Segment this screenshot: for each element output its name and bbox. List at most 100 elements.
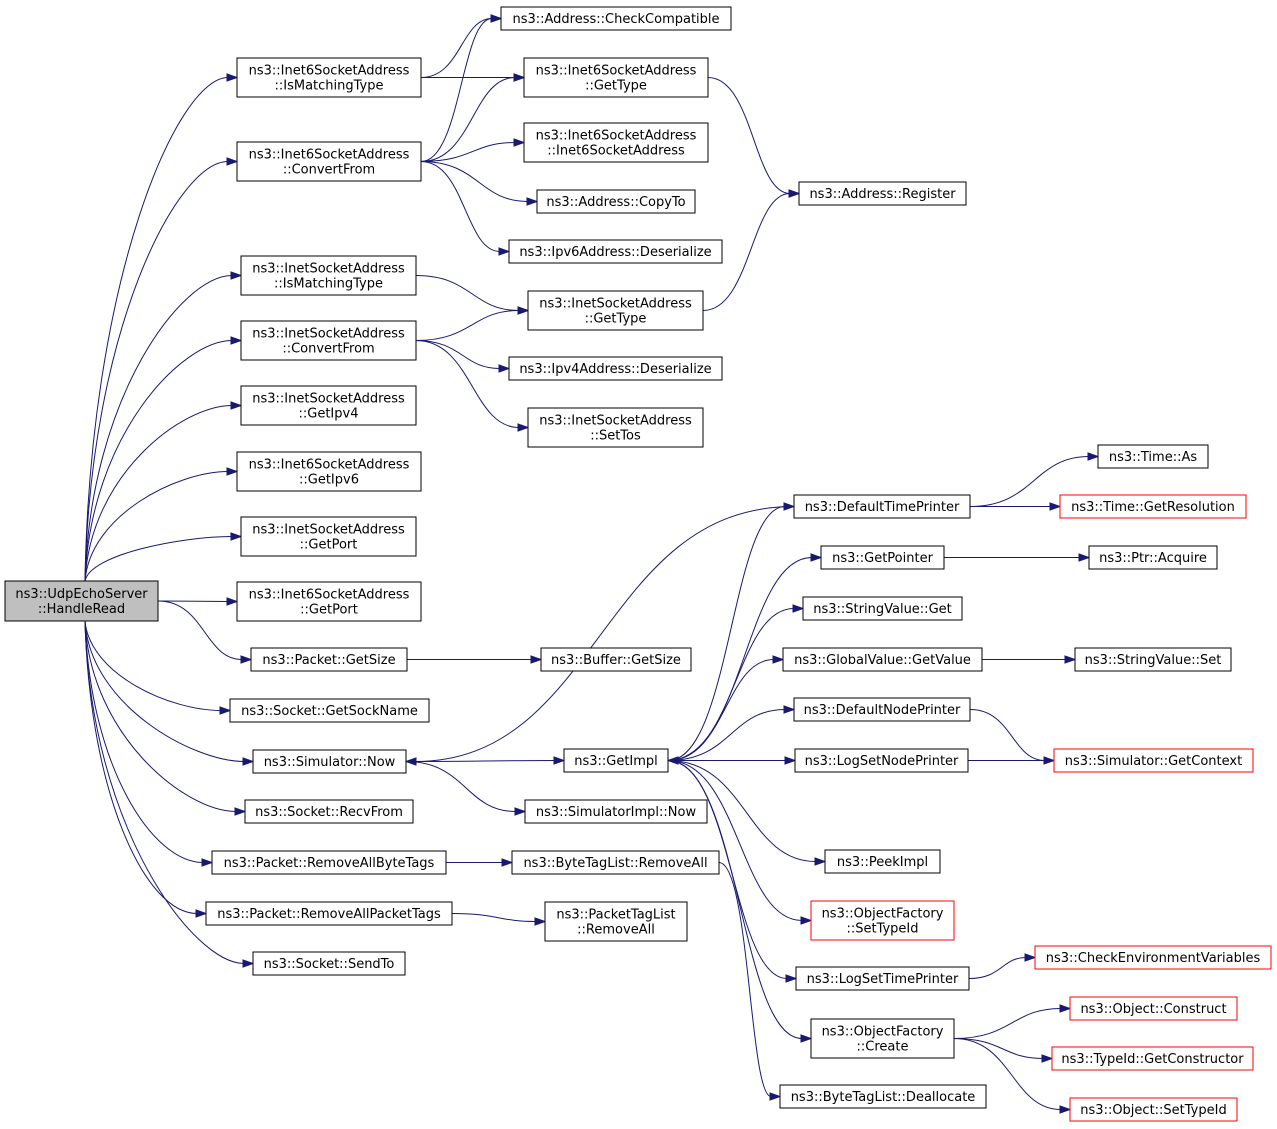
node-label: ns3::DefaultNodePrinter bbox=[804, 703, 961, 718]
edge-getpointer-to-ptr-acquire bbox=[944, 553, 1091, 562]
node-object-construct[interactable]: ns3::Object::Construct bbox=[1069, 996, 1238, 1021]
edge-udp-handleread-to-i4-convertfrom bbox=[84, 336, 243, 582]
node-getpointer[interactable]: ns3::GetPointer bbox=[820, 545, 945, 570]
node-box bbox=[794, 748, 969, 773]
node-address-copyto[interactable]: ns3::Address::CopyTo bbox=[536, 189, 696, 214]
node-label: ns3::Inet6SocketAddress bbox=[249, 588, 410, 603]
edge-udp-handleread-to-i6-ismatching bbox=[84, 73, 239, 582]
edge-getimpl-to-globalvalue-getvalue bbox=[667, 655, 785, 761]
edge-arrowhead bbox=[1041, 1054, 1054, 1063]
edge-line bbox=[415, 310, 520, 341]
edge-arrowhead bbox=[404, 757, 417, 766]
node-i6-ctor[interactable]: ns3::Inet6SocketAddress::Inet6SocketAddr… bbox=[523, 122, 709, 163]
node-i6-ismatching[interactable]: ns3::Inet6SocketAddress::IsMatchingType bbox=[236, 57, 422, 98]
node-box bbox=[523, 57, 709, 98]
node-socket-getsockname[interactable]: ns3::Socket::GetSockName bbox=[229, 698, 430, 723]
edge-line bbox=[667, 506, 786, 761]
node-ptr-acquire[interactable]: ns3::Ptr::Acquire bbox=[1088, 545, 1218, 570]
function-nodes: ns3::UdpEchoServer::HandleRead ns3::Inet6… bbox=[4, 6, 1272, 1122]
node-box bbox=[1097, 444, 1209, 469]
node-i6-gettype[interactable]: ns3::Inet6SocketAddress::GetType bbox=[523, 57, 709, 98]
node-udp-handleread[interactable]: ns3::UdpEchoServer::HandleRead bbox=[4, 580, 159, 622]
node-globalvalue-getvalue[interactable]: ns3::GlobalValue::GetValue bbox=[782, 647, 983, 672]
node-time-as[interactable]: ns3::Time::As bbox=[1097, 444, 1209, 469]
node-box bbox=[779, 1084, 987, 1109]
edge-getimpl-to-stringvalue-get bbox=[667, 604, 805, 761]
edge-i4-convertfrom-to-i4-gettype bbox=[415, 306, 530, 341]
node-packet-removeallpackettags[interactable]: ns3::Packet::RemoveAllPacketTags bbox=[205, 901, 453, 926]
node-i6-convertfrom[interactable]: ns3::Inet6SocketAddress::ConvertFrom bbox=[236, 141, 422, 182]
node-i4-settos[interactable]: ns3::InetSocketAddress::SetTos bbox=[527, 407, 704, 448]
node-simulatorimpl-now[interactable]: ns3::SimulatorImpl::Now bbox=[524, 799, 708, 824]
node-box bbox=[527, 290, 704, 331]
edge-udp-handleread-to-socket-sendto bbox=[84, 620, 255, 968]
edge-udp-handleread-to-packet-removeallpackettags bbox=[84, 620, 208, 918]
node-peekimpl[interactable]: ns3::PeekImpl bbox=[824, 849, 941, 874]
node-i4-ismatching[interactable]: ns3::InetSocketAddress::IsMatchingType bbox=[240, 255, 417, 296]
node-label: ns3::Object::Construct bbox=[1080, 1002, 1226, 1017]
node-socket-sendto[interactable]: ns3::Socket::SendTo bbox=[252, 951, 406, 976]
node-logsettimeprinter[interactable]: ns3::LogSetTimePrinter bbox=[795, 966, 970, 991]
node-simulator-getcontext[interactable]: ns3::Simulator::GetContext bbox=[1053, 748, 1254, 773]
edge-line bbox=[953, 1038, 1044, 1059]
node-address-register[interactable]: ns3::Address::Register bbox=[798, 181, 967, 206]
node-i4-convertfrom[interactable]: ns3::InetSocketAddress::ConvertFrom bbox=[240, 320, 417, 361]
node-bytetaglist-removeall[interactable]: ns3::ByteTagList::RemoveAll bbox=[511, 850, 720, 875]
node-label: ns3::LogSetTimePrinter bbox=[807, 972, 959, 987]
node-label: ::GetPort bbox=[300, 538, 358, 553]
node-box bbox=[236, 57, 422, 98]
node-ipv6-deserialize[interactable]: ns3::Ipv6Address::Deserialize bbox=[508, 239, 723, 264]
node-bytetaglist-deallocate[interactable]: ns3::ByteTagList::Deallocate bbox=[779, 1084, 987, 1109]
node-logsetnodeprinter[interactable]: ns3::LogSetNodePrinter bbox=[794, 748, 969, 773]
node-objectfactory-create[interactable]: ns3::ObjectFactory::Create bbox=[810, 1018, 955, 1059]
node-i6-getipv6[interactable]: ns3::Inet6SocketAddress::GetIpv6 bbox=[236, 451, 422, 492]
node-packet-getsize[interactable]: ns3::Packet::GetSize bbox=[250, 647, 408, 672]
node-buffer-getsize[interactable]: ns3::Buffer::GetSize bbox=[540, 647, 692, 672]
edge-line bbox=[415, 340, 520, 428]
node-time-getresolution[interactable]: ns3::Time::GetResolution bbox=[1059, 494, 1247, 519]
node-object-settypeid[interactable]: ns3::Object::SetTypeId bbox=[1069, 1097, 1238, 1122]
node-simulator-now[interactable]: ns3::Simulator::Now bbox=[252, 749, 407, 774]
edge-getimpl-to-defaultnodeprinter bbox=[667, 705, 796, 761]
node-label: ns3::InetSocketAddress bbox=[252, 327, 405, 342]
edge-arrowhead bbox=[1078, 553, 1091, 562]
node-i4-gettype[interactable]: ns3::InetSocketAddress::GetType bbox=[527, 290, 704, 331]
edge-line bbox=[157, 600, 229, 602]
edge-line bbox=[953, 1008, 1062, 1039]
node-packettaglist-removeall[interactable]: ns3::PacketTagList::RemoveAll bbox=[544, 901, 688, 942]
node-box bbox=[523, 122, 709, 163]
node-stringvalue-get[interactable]: ns3::StringValue::Get bbox=[802, 596, 963, 621]
edge-line bbox=[84, 275, 233, 582]
node-defaulttimeprinter[interactable]: ns3::DefaultTimePrinter bbox=[793, 494, 971, 519]
edge-arrowhead bbox=[1087, 452, 1100, 461]
node-i4-getipv4[interactable]: ns3::InetSocketAddress::GetIpv4 bbox=[240, 385, 417, 426]
node-label: ns3::Socket::SendTo bbox=[264, 957, 395, 972]
node-box bbox=[236, 141, 422, 182]
edge-arrowhead bbox=[230, 336, 243, 345]
edge-i6-ismatching-to-address-checkcompatible bbox=[420, 14, 503, 78]
node-box bbox=[793, 697, 971, 722]
node-defaultnodeprinter[interactable]: ns3::DefaultNodePrinter bbox=[793, 697, 971, 722]
node-socket-recvfrom[interactable]: ns3::Socket::RecvFrom bbox=[244, 799, 414, 824]
node-box bbox=[1074, 647, 1232, 672]
node-packet-removeallbytetags[interactable]: ns3::Packet::RemoveAllByteTags bbox=[211, 850, 447, 875]
edge-simulator-now-to-simulatorimpl-now bbox=[405, 761, 527, 816]
node-box bbox=[511, 850, 720, 875]
node-ipv4-deserialize[interactable]: ns3::Ipv4Address::Deserialize bbox=[508, 356, 723, 381]
node-address-checkcompatible[interactable]: ns3::Address::CheckCompatible bbox=[500, 6, 732, 31]
node-box bbox=[250, 647, 408, 672]
edge-arrowhead bbox=[242, 959, 255, 968]
node-objectfactory-settypeid[interactable]: ns3::ObjectFactory::SetTypeId bbox=[810, 900, 955, 941]
edge-defaulttimeprinter-to-simulator-now bbox=[404, 506, 795, 766]
edge-arrowhead bbox=[783, 705, 796, 714]
edge-objectfactory-create-to-object-construct bbox=[953, 1004, 1072, 1039]
node-label: ns3::StringValue::Get bbox=[813, 602, 951, 617]
edge-i6-gettype-to-address-register bbox=[707, 77, 801, 198]
node-getimpl[interactable]: ns3::GetImpl bbox=[563, 748, 669, 773]
node-typeid-getconstructor[interactable]: ns3::TypeId::GetConstructor bbox=[1051, 1046, 1254, 1071]
node-box bbox=[810, 900, 955, 941]
node-i6-getport[interactable]: ns3::Inet6SocketAddress::GetPort bbox=[236, 581, 422, 622]
node-i4-getport[interactable]: ns3::InetSocketAddress::GetPort bbox=[240, 516, 417, 557]
node-stringvalue-set[interactable]: ns3::StringValue::Set bbox=[1074, 647, 1232, 672]
node-checkenvvars[interactable]: ns3::CheckEnvironmentVariables bbox=[1034, 945, 1272, 970]
